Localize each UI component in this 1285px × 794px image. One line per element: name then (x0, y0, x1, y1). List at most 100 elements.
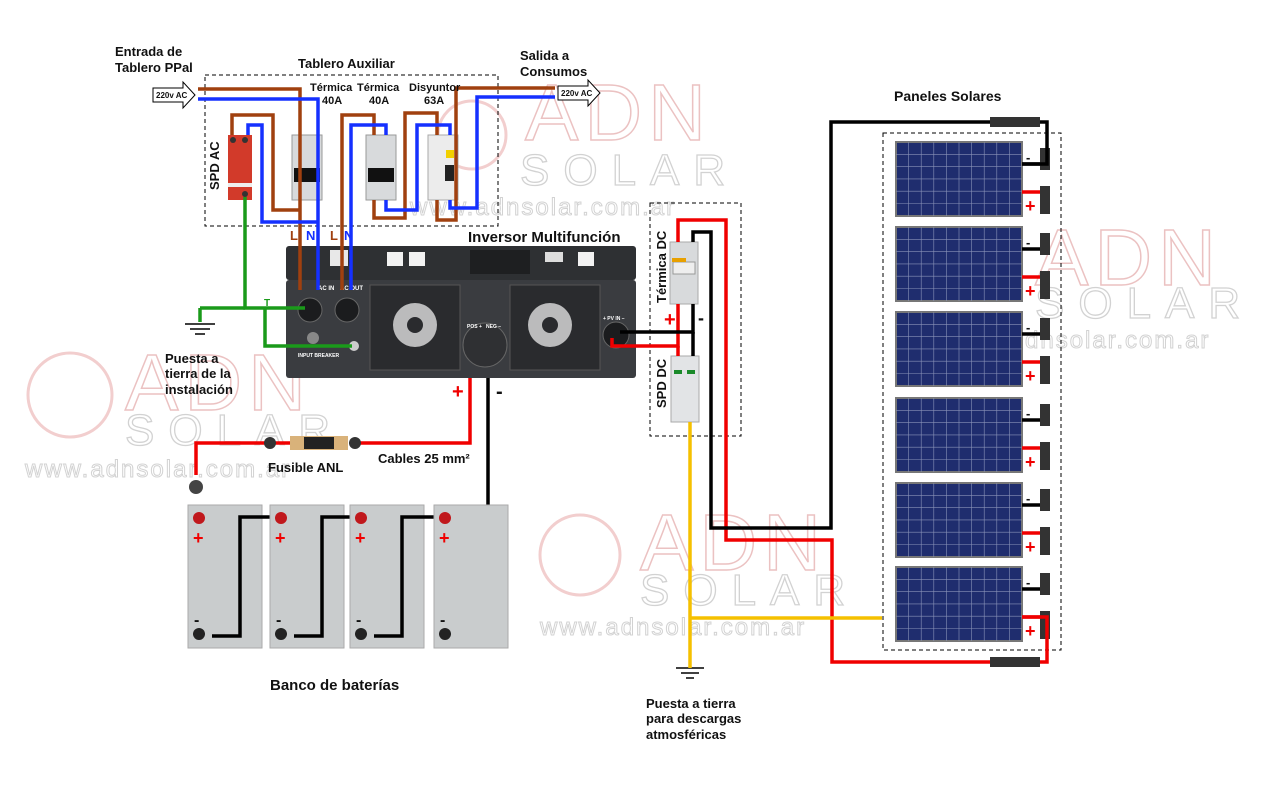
panels-title: Paneles Solares (894, 88, 1002, 104)
battery-plus: + (439, 528, 450, 548)
arrow-input-220v: 220v AC (152, 80, 196, 110)
pv-in-label: + PV IN − (603, 316, 625, 322)
panel-plus: + (1025, 196, 1036, 216)
watermark-right: ADN SOLAR dnsolar.com.ar (1025, 212, 1254, 354)
solar-panel: -+ (895, 482, 1050, 558)
svg-text:dnsolar.com.ar: dnsolar.com.ar (1025, 327, 1210, 354)
battery: +- (269, 504, 345, 649)
label-L1: L (290, 228, 298, 243)
spd-dc-label: SPD DC (654, 358, 669, 408)
ground-label-3: instalación (165, 382, 233, 397)
panel-minus: - (1026, 491, 1030, 506)
battery-minus: - (440, 612, 445, 629)
surge-ground-label-2: para descargas (646, 711, 741, 726)
disyuntor-rating: 63A (424, 95, 444, 107)
surge-ground-label-3: atmosféricas (646, 727, 726, 742)
salida-label: Salida a (520, 48, 570, 63)
fuse-label: Fusible ANL (268, 460, 343, 475)
panel-minus: - (1026, 406, 1030, 421)
battery-bank: +-+-+-+- (187, 504, 509, 649)
battery-plus: + (193, 528, 204, 548)
panel-minus: - (1026, 150, 1030, 165)
salida-label-2: Consumos (520, 64, 587, 79)
battery-bank-title: Banco de baterías (270, 677, 399, 694)
battery-minus: - (276, 612, 281, 629)
termica1-label: Térmica (310, 82, 353, 94)
spd-ac-label: SPD AC (207, 141, 222, 190)
panel-plus: + (1025, 366, 1036, 386)
solar-panel: -+ (895, 226, 1050, 302)
battery-positive-sign: + (452, 381, 464, 403)
dc-positive-sign: + (664, 309, 676, 331)
panel-plus: + (1025, 537, 1036, 557)
dc-negative-sign: - (698, 308, 704, 328)
series-jumper (374, 515, 442, 638)
label-N1: N (306, 228, 315, 243)
battery: +- (187, 504, 263, 649)
surge-ground-label-1: Puesta a tierra (646, 696, 736, 711)
solar-array-box (882, 132, 1062, 651)
earth-T-label: T (264, 298, 270, 309)
ground-symbol-atmospheric (676, 667, 704, 679)
solar-panel: -+ (895, 141, 1050, 217)
ground-label-1: Puesta a (165, 351, 219, 366)
svg-text:220v AC: 220v AC (156, 91, 188, 100)
inverter-title: Inversor Multifunción (468, 229, 621, 246)
disyuntor-label: Disyuntor (409, 82, 461, 94)
ac-in-label: AC IN (318, 286, 334, 292)
solar-panel: -+ (895, 311, 1050, 387)
pos-label: POS + (467, 324, 482, 330)
battery-minus: - (194, 612, 199, 629)
series-jumper (212, 515, 280, 638)
series-jumper (294, 515, 362, 638)
label-L2: L (330, 228, 338, 243)
svg-text:SOLAR: SOLAR (640, 566, 859, 615)
solar-panel: -+ (895, 566, 1050, 642)
inverter: AC IN AC OUT INPUT BREAKER POS + NEG − +… (286, 246, 636, 378)
termica2-rating: 40A (369, 95, 389, 107)
svg-text:ADN: ADN (640, 498, 827, 587)
battery: +- (433, 504, 509, 649)
termica-dc-label: Térmica DC (654, 230, 669, 303)
arrow-output-220v: 220v AC (557, 78, 601, 108)
spd-dc (670, 355, 700, 423)
watermark-center: ADN SOLAR www.adnsolar.com.ar (409, 67, 739, 221)
spd-ac (228, 135, 252, 200)
svg-text:www.adnsolar.com.ar: www.adnsolar.com.ar (24, 456, 291, 483)
svg-text:SOLAR: SOLAR (1035, 279, 1254, 328)
battery-plus: + (275, 528, 286, 548)
entrada-label: Entrada de (115, 44, 182, 59)
panel-minus: - (1026, 575, 1030, 590)
termica1-rating: 40A (322, 95, 342, 107)
ground-label-2: tierra de la (165, 366, 232, 381)
termica2-label: Térmica (357, 82, 400, 94)
dc-protection-box (649, 202, 742, 437)
cables-label: Cables 25 mm² (378, 451, 470, 466)
svg-text:220v AC: 220v AC (561, 89, 593, 98)
neg-label: NEG − (486, 324, 501, 330)
ground-symbol-installation (185, 323, 215, 335)
tablero-title: Tablero Auxiliar (298, 56, 395, 71)
svg-text:ADN: ADN (1035, 213, 1222, 302)
panel-plus: + (1025, 452, 1036, 472)
anl-fuse (189, 436, 361, 494)
svg-text:ADN: ADN (525, 68, 712, 157)
svg-text:ADN: ADN (125, 338, 312, 427)
battery-plus: + (355, 528, 366, 548)
mc4-connector-bottom (990, 657, 1040, 667)
disyuntor-rcd (427, 134, 459, 201)
breaker-2 (365, 134, 397, 201)
panel-plus: + (1025, 281, 1036, 301)
breaker-dc (669, 241, 699, 305)
solar-panel: -+ (895, 397, 1050, 473)
svg-text:SOLAR: SOLAR (520, 146, 739, 195)
battery-negative-sign: - (496, 381, 503, 403)
panel-minus: - (1026, 320, 1030, 335)
panel-plus: + (1025, 621, 1036, 641)
entrada-label-2: Tablero PPal (115, 60, 193, 75)
battery-minus: - (356, 612, 361, 629)
input-breaker-label: INPUT BREAKER (298, 353, 340, 359)
panel-minus: - (1026, 235, 1030, 250)
